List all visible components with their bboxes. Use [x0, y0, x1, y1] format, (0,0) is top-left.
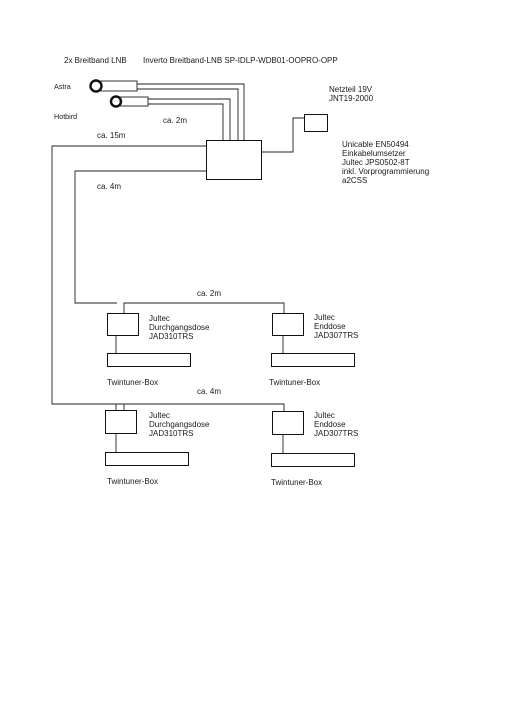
- upper-through-socket-label-2: Durchgangsdose: [149, 323, 210, 332]
- upper-through-link: [123, 302, 285, 313]
- upper-right-receiver-label: Twintuner-Box: [269, 378, 321, 387]
- hotbird-cable-1: [148, 98, 231, 140]
- power-supply-label-1: Netzteil 19V: [329, 85, 373, 94]
- upper-end-socket: [272, 313, 304, 336]
- unicable-label-4: inkl. Vorprogrammierung: [342, 167, 430, 176]
- trunk-to-upper-floor: [74, 170, 206, 304]
- lower-left-receiver-label: Twintuner-Box: [107, 477, 159, 486]
- astra-lnb: [100, 80, 138, 92]
- upper-through-socket-label-3: JAD310TRS: [149, 332, 194, 341]
- lower-end-socket-label-3: JAD307TRS: [314, 429, 359, 438]
- upper-right-receiver: [271, 353, 355, 367]
- lower-end-socket-label-2: Enddose: [314, 420, 346, 429]
- lower-left-receiver: [105, 452, 189, 466]
- lower-through-socket-label-1: Jultec: [149, 411, 170, 420]
- lnb-count-label: 2x Breitband LNB: [64, 56, 127, 65]
- trunk-to-lower-floor: [51, 145, 206, 405]
- lower-through-link: [115, 403, 125, 410]
- power-supply: [304, 114, 328, 132]
- power-supply-label-2: JNT19-2000: [329, 94, 374, 103]
- astra-label: Astra: [54, 82, 71, 91]
- lower-through-socket: [105, 410, 137, 434]
- astra-dish-icon: [89, 79, 103, 93]
- lower-right-receiver: [271, 453, 355, 467]
- upper-end-socket-label-3: JAD307TRS: [314, 331, 359, 340]
- distance-lower-branch: ca. 4m: [197, 387, 222, 396]
- hotbird-dish-icon: [109, 95, 123, 108]
- distance-upper-branch: ca. 2m: [197, 289, 222, 298]
- upper-end-socket-label-1: Jultec: [314, 313, 335, 322]
- upper-left-receiver-label: Twintuner-Box: [107, 378, 159, 387]
- upper-through-socket-label-1: Jultec: [149, 314, 170, 323]
- lower-through-socket-label-3: JAD310TRS: [149, 429, 194, 438]
- hotbird-cable-2: [148, 103, 224, 140]
- distance-trunk-upper: ca. 4m: [97, 182, 122, 191]
- hotbird-lnb: [119, 96, 149, 107]
- lower-end-socket-label-1: Jultec: [314, 411, 335, 420]
- unicable-label-3: Jultec JPS0502-8T: [342, 158, 410, 167]
- upper-through-socket: [107, 313, 139, 336]
- power-cable: [261, 117, 304, 153]
- unicable-label-2: Einkabelumsetzer: [342, 149, 406, 158]
- hotbird-label: Hotbird: [54, 112, 78, 121]
- upper-end-socket-label-2: Enddose: [314, 322, 346, 331]
- unicable-label-5: a2CSS: [342, 176, 368, 185]
- lower-through-socket-label-2: Durchgangsdose: [149, 420, 210, 429]
- lower-end-socket: [272, 411, 304, 435]
- unicable-label-1: Unicable EN50494: [342, 140, 409, 149]
- lnb-model-label: Inverto Breitband-LNB SP-IDLP-WDB01-OOPR…: [143, 56, 338, 65]
- lower-branch-line: [124, 403, 285, 411]
- distance-trunk-lower: ca. 15m: [97, 131, 126, 140]
- lower-right-receiver-label: Twintuner-Box: [271, 478, 323, 487]
- distance-lnb-converter: ca. 2m: [163, 116, 188, 125]
- unicable-converter: [206, 140, 262, 180]
- astra-cable-1: [137, 83, 245, 140]
- upper-left-receiver: [107, 353, 191, 367]
- astra-cable-2: [137, 88, 239, 140]
